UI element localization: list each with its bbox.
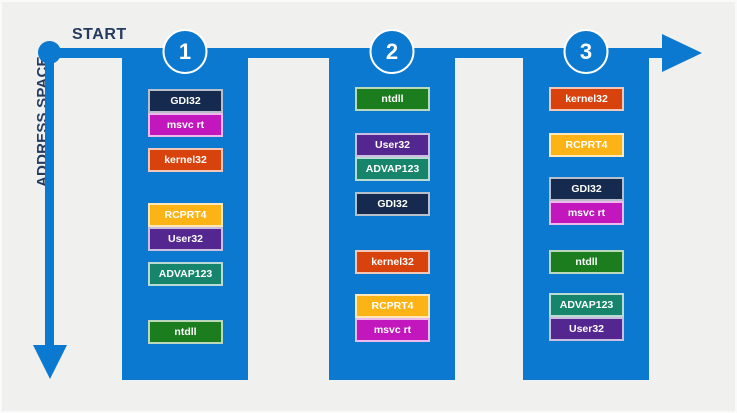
timeline-arrowhead-icon <box>662 34 702 72</box>
module-block-advap123: ADVAP123 <box>355 157 430 181</box>
module-block-gdi32: GDI32 <box>148 89 223 113</box>
address-space-arrow-line <box>45 52 54 346</box>
module-block-ntdll: ntdll <box>355 87 430 111</box>
module-block-ntdll: ntdll <box>148 320 223 344</box>
module-block-kernel32: kernel32 <box>355 250 430 274</box>
module-block-rcprt4: RCPRT4 <box>148 203 223 227</box>
step-badge-1: 1 <box>162 29 208 74</box>
module-block-user32: User32 <box>549 317 624 341</box>
module-block-advap123: ADVAP123 <box>148 262 223 286</box>
module-block-rcprt4: RCPRT4 <box>355 294 430 318</box>
start-label: START <box>72 26 127 43</box>
module-block-kernel32: kernel32 <box>549 87 624 111</box>
step-badge-2: 2 <box>369 29 415 74</box>
module-block-msvc-rt: msvc rt <box>148 113 223 137</box>
step-badge-3: 3 <box>563 29 609 74</box>
module-block-gdi32: GDI32 <box>355 192 430 216</box>
module-block-user32: User32 <box>355 133 430 157</box>
module-block-msvc-rt: msvc rt <box>549 201 624 225</box>
address-space-arrowhead-icon <box>33 345 67 379</box>
module-block-gdi32: GDI32 <box>549 177 624 201</box>
module-block-user32: User32 <box>148 227 223 251</box>
module-block-msvc-rt: msvc rt <box>355 318 430 342</box>
module-block-ntdll: ntdll <box>549 250 624 274</box>
timeline-arrow-line <box>50 48 666 58</box>
module-block-rcprt4: RCPRT4 <box>549 133 624 157</box>
module-block-advap123: ADVAP123 <box>549 293 624 317</box>
module-block-kernel32: kernel32 <box>148 148 223 172</box>
